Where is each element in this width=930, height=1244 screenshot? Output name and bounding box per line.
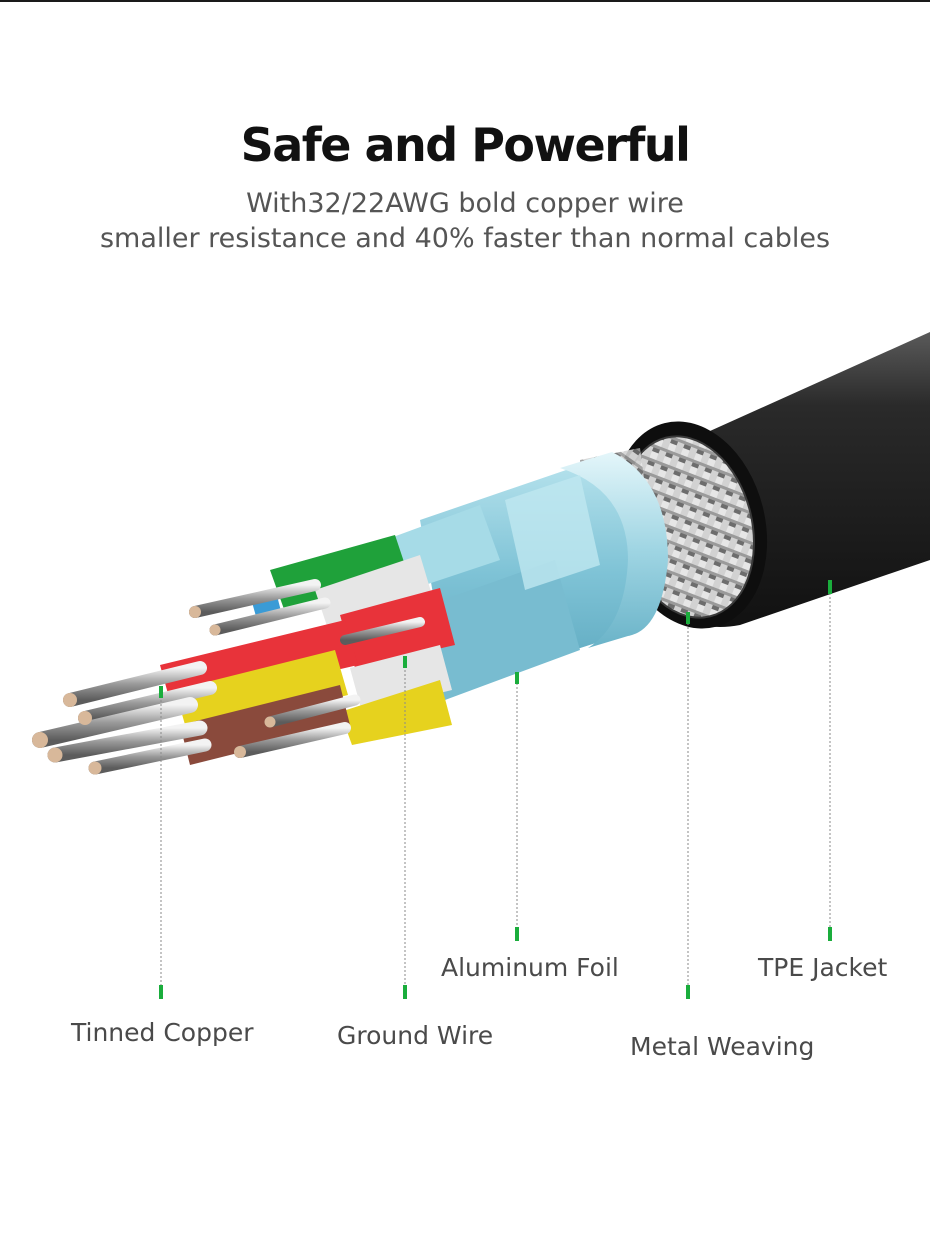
label-metal-weaving: Metal Weaving: [630, 1032, 815, 1061]
copper-strands: [32, 579, 425, 775]
leader-markers: [159, 580, 832, 999]
marker-tinned-copper-top: [159, 686, 163, 698]
label-aluminum-foil: Aluminum Foil: [441, 953, 619, 982]
marker-aluminum-foil-top: [515, 672, 519, 684]
marker-tpe-jacket-bottom: [828, 927, 832, 941]
marker-aluminum-foil-bottom: [515, 927, 519, 941]
leader-lines: [160, 585, 831, 990]
marker-tinned-copper-bottom: [159, 985, 163, 999]
label-tinned-copper: Tinned Copper: [71, 1018, 254, 1047]
marker-ground-wire-top: [403, 656, 407, 668]
page-title: Safe and Powerful: [240, 118, 691, 172]
marker-metal-weaving-top: [686, 612, 690, 624]
marker-metal-weaving-bottom: [686, 985, 690, 999]
top-border: [0, 0, 930, 2]
marker-ground-wire-bottom: [403, 985, 407, 999]
subtitle-line-2: smaller resistance and 40% faster than n…: [99, 223, 831, 254]
marker-tpe-jacket-top: [828, 580, 832, 594]
label-tpe-jacket: TPE Jacket: [758, 953, 888, 982]
label-ground-wire: Ground Wire: [337, 1021, 494, 1050]
subtitle-line-1: With32/22AWG bold copper wire: [246, 188, 684, 219]
